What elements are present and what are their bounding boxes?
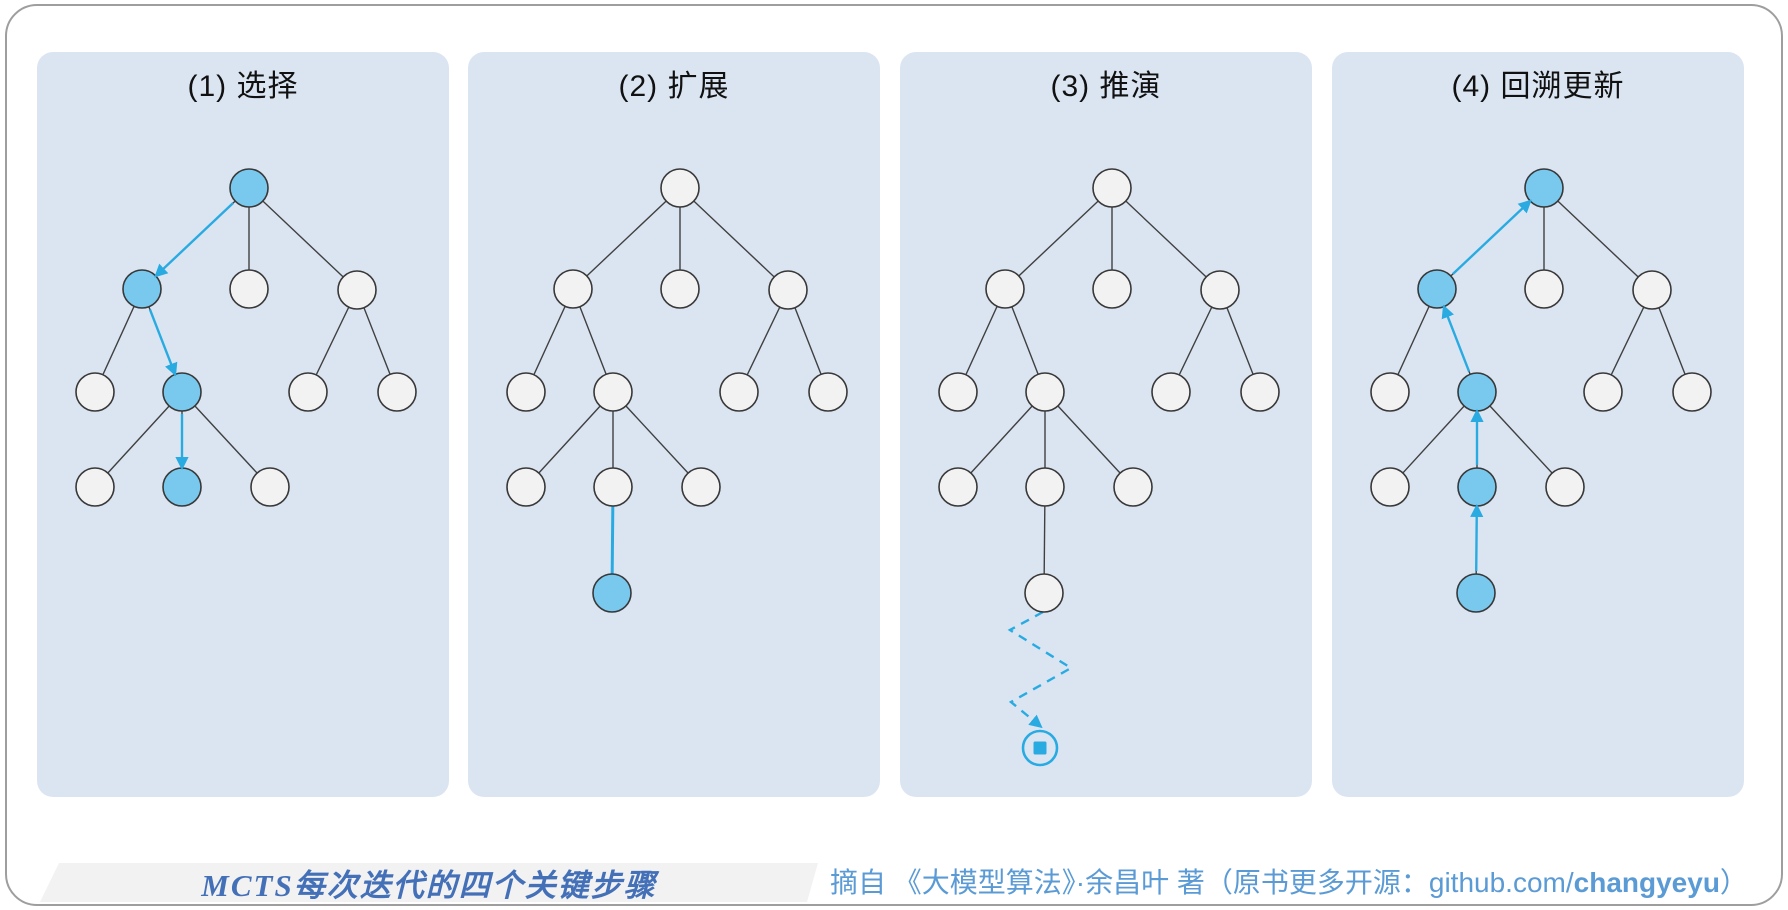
panel-title-simulation: (3) 推演 — [1050, 70, 1162, 103]
panel-selection: (1) 选择 — [37, 52, 449, 797]
caption-bar: MCTS每次迭代的四个关键步骤 — [40, 863, 818, 902]
attribution-prefix: 摘自 《大模型算法》·余昌叶 著（原书更多开源：github.com/ — [830, 867, 1574, 898]
panel-title-selection: (1) 选择 — [187, 70, 299, 103]
panel-expansion: (2) 扩展 — [468, 52, 880, 797]
panel-simulation: (3) 推演 — [900, 52, 1312, 797]
tree-diagram-simulation — [938, 168, 1280, 767]
tree-diagram-expansion — [506, 168, 848, 613]
attribution-suffix: ） — [1719, 867, 1748, 898]
panel-backpropagation: (4) 回溯更新 — [1332, 52, 1744, 797]
tree-diagram-selection — [75, 168, 417, 507]
caption-title: MCTS每次迭代的四个关键步骤 — [201, 868, 657, 903]
attribution-handle: changyeyu — [1573, 867, 1720, 898]
panel-title-expansion: (2) 扩展 — [618, 70, 730, 103]
tree-diagram-backpropagation — [1370, 168, 1712, 613]
attribution-text: 摘自 《大模型算法》·余昌叶 著（原书更多开源：github.com/chang… — [830, 863, 1748, 902]
panel-title-backpropagation: (4) 回溯更新 — [1451, 70, 1625, 103]
